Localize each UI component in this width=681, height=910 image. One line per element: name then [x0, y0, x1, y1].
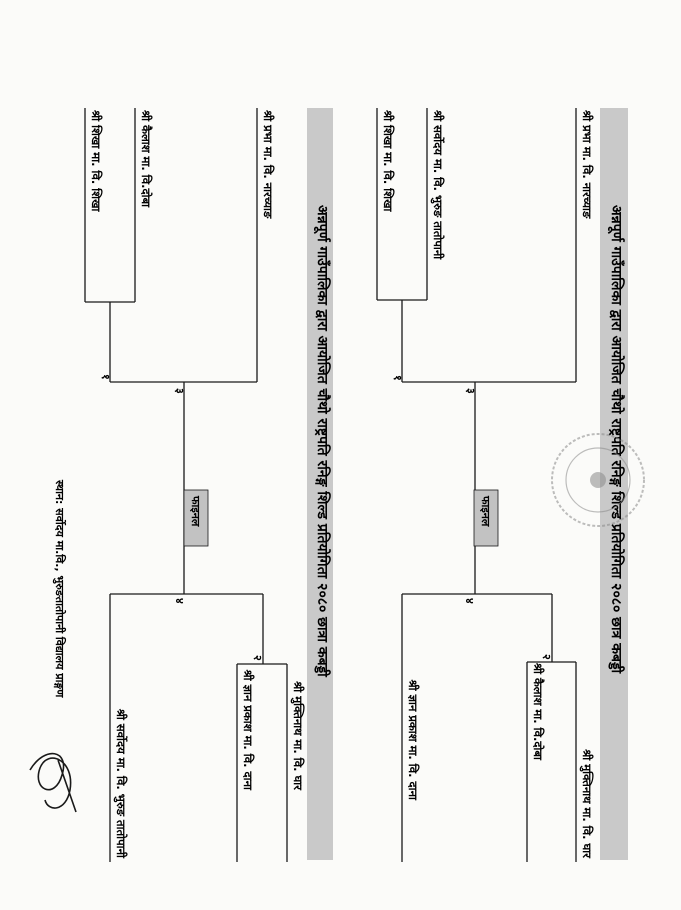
final-box: [473, 489, 499, 547]
team-name: श्री शिखा मा. वि. शिखा: [89, 109, 103, 212]
match-number: २: [251, 655, 264, 661]
final-box: [183, 489, 209, 547]
team-name: श्री प्रभा मा. वि. नारच्याङ: [580, 109, 594, 219]
team-name: श्री सर्वोदय मा. वि. भुरुङ तातोपानी: [113, 708, 128, 859]
match-number: ३: [173, 388, 186, 394]
final-label: फाइनल: [479, 495, 492, 527]
team-name: श्री कैलाश मा. वि.दोबा: [139, 109, 153, 208]
top-header-title: अन्नपूर्ण गाउँपालिका द्वारा आयोजित चौथो …: [607, 205, 625, 675]
team-name: श्री मुक्तिनाथ मा. वि. घार: [579, 748, 594, 859]
team-name: श्री शिखा मा. वि. शिखा: [381, 109, 395, 212]
team-name: श्री कैलाश मा. वि.दोबा: [531, 662, 545, 761]
match-number: १: [99, 374, 112, 380]
bottom-bracket: अन्नपूर्ण गाउँपालिका द्वारा आयोजित चौथो …: [84, 108, 333, 862]
team-name: श्री ज्ञान प्रकाश मा. वि. दाना: [406, 679, 420, 801]
match-number: ४: [463, 598, 476, 604]
bottom-header-band: [307, 108, 333, 860]
team-name: श्री ज्ञान प्रकाश मा. वि. दाना: [241, 669, 255, 791]
team-name: श्री सर्वोदय मा. वि. भुरुङ तातोपानी: [430, 109, 445, 260]
team-name: श्री प्रभा मा. वि. नारच्याङ: [261, 109, 275, 219]
final-label: फाइनल: [189, 495, 202, 527]
official-stamp: [551, 433, 645, 527]
venue-text: स्थान: सर्वोदय मा.वि., भुरुङतातोपानी विद…: [52, 479, 67, 698]
match-number: २: [540, 654, 553, 660]
bottom-header-title: अन्नपूर्ण गाउँपालिका द्वारा आयोजित चौथो …: [313, 205, 331, 678]
match-number: १: [391, 375, 404, 381]
top-bracket: अन्नपूर्ण गाउँपालिका द्वारा आयोजित चौथो …: [376, 108, 628, 862]
match-number: ४: [173, 598, 186, 604]
signature-icon: [29, 752, 77, 813]
team-name: श्री मुक्तिनाथ मा. वि. घार: [290, 680, 305, 791]
match-number: ३: [464, 388, 477, 394]
